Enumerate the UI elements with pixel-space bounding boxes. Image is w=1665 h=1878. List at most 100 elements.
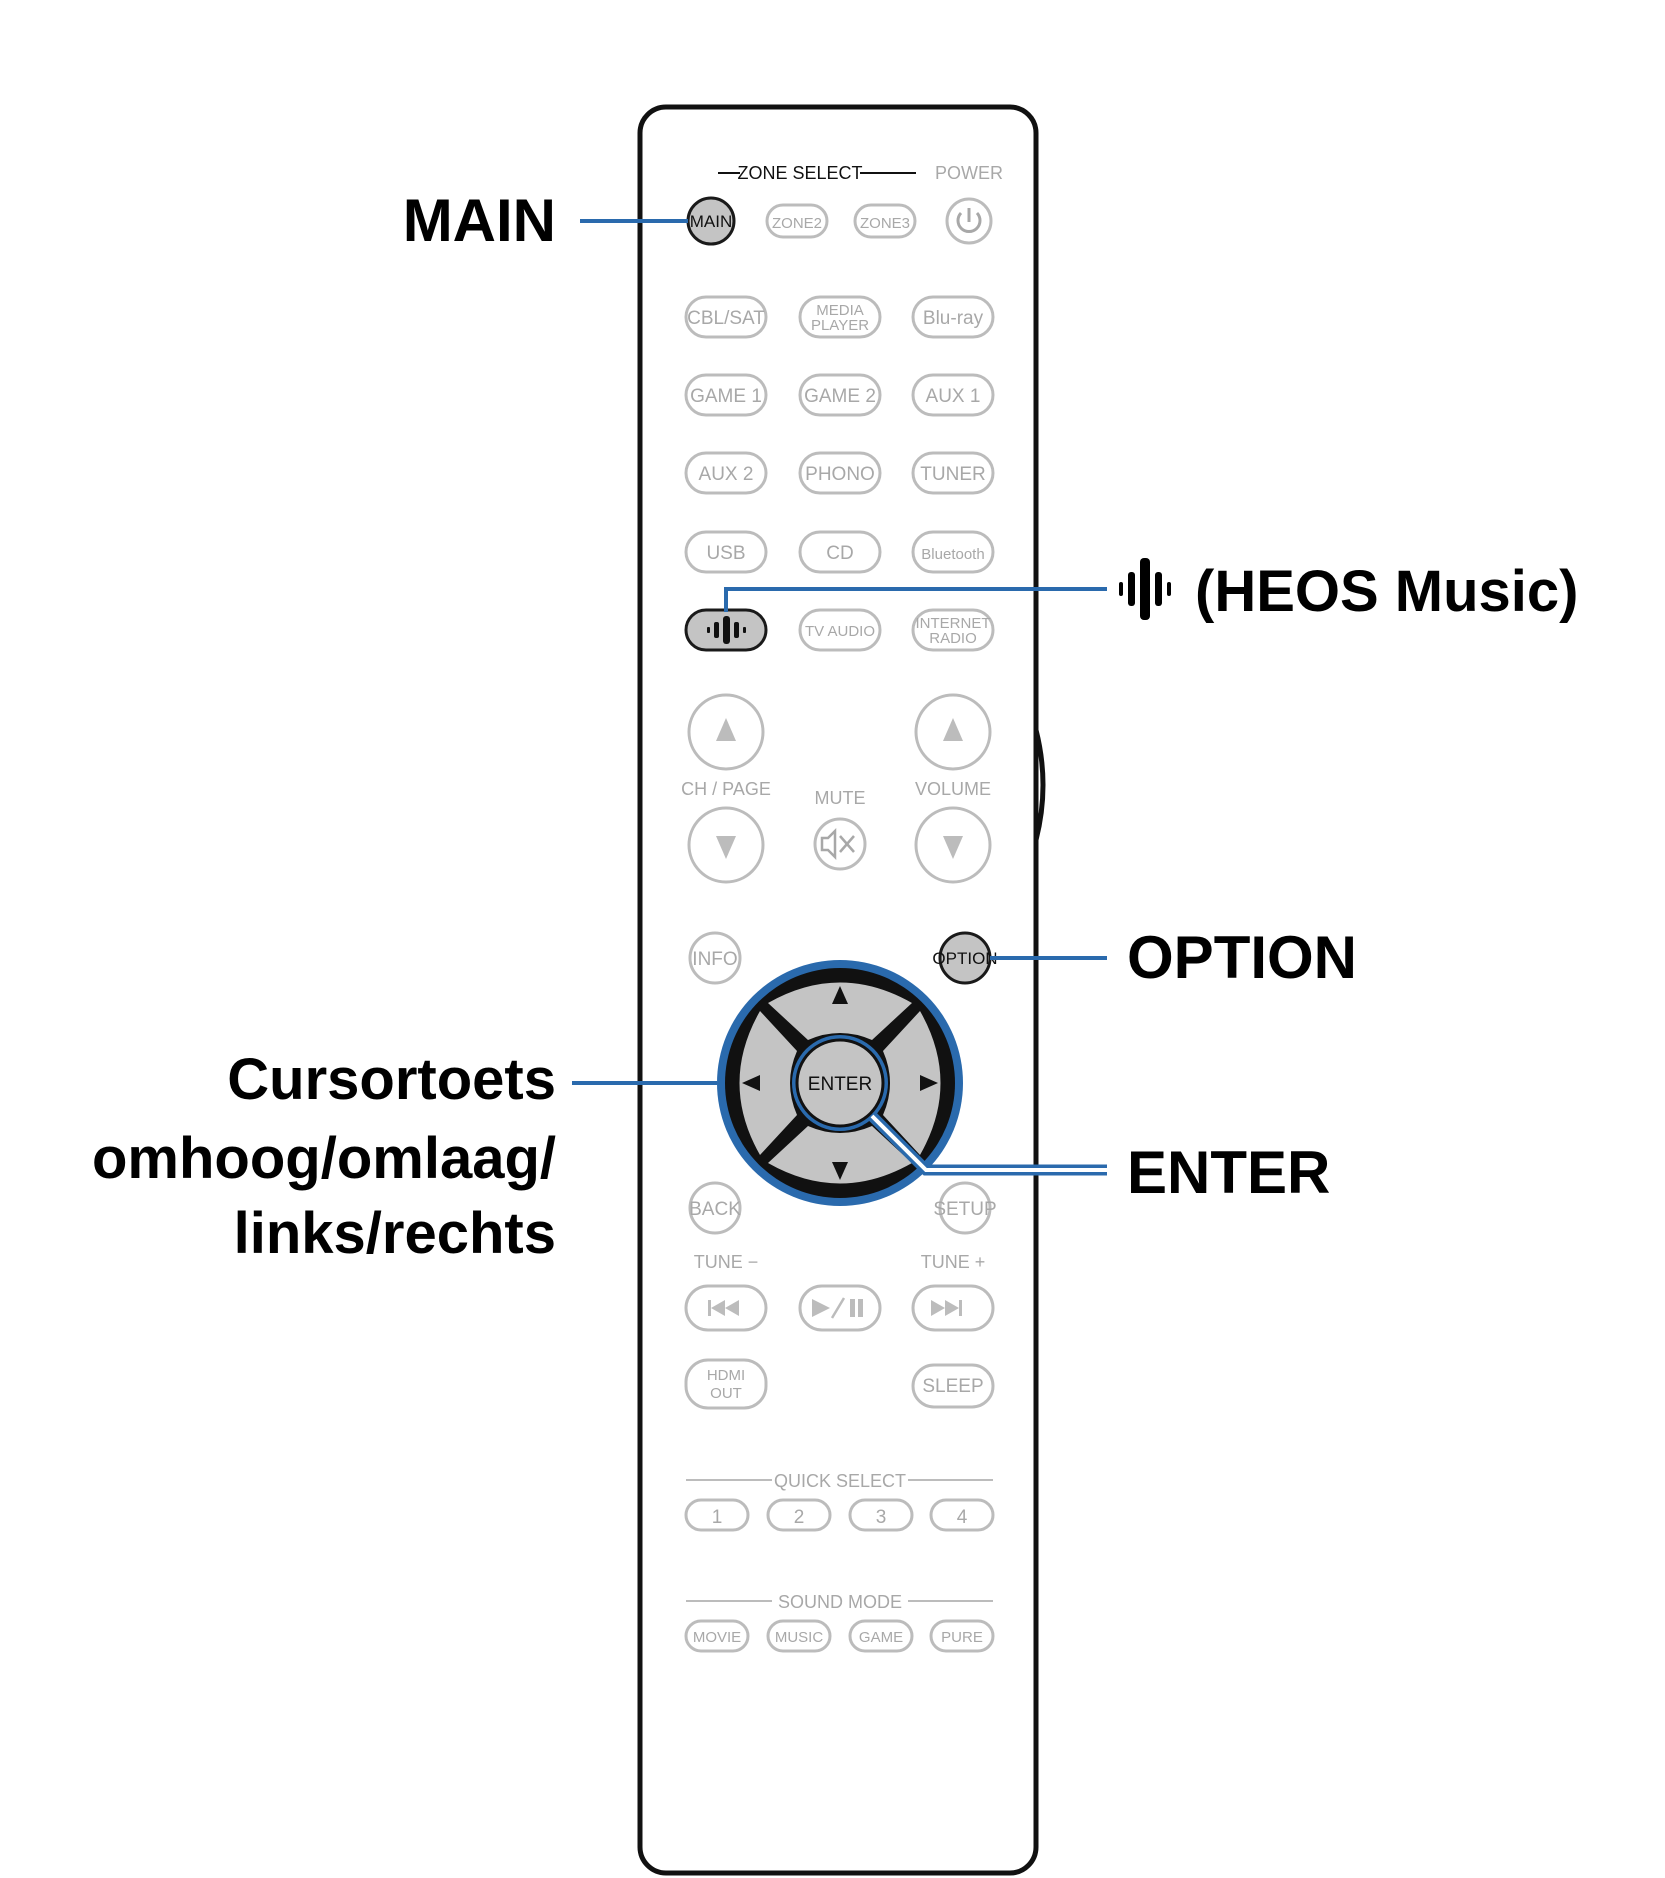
info-label: INFO bbox=[692, 949, 737, 970]
skip-back-icon bbox=[708, 1300, 739, 1316]
movie-label: MOVIE bbox=[693, 1629, 741, 1646]
cd-label: CD bbox=[826, 543, 853, 564]
sleep-label: SLEEP bbox=[922, 1376, 983, 1397]
game1-button[interactable] bbox=[684, 373, 768, 417]
music-button[interactable] bbox=[766, 1619, 832, 1653]
tv-audio-button[interactable] bbox=[798, 608, 882, 652]
sleep-button[interactable] bbox=[911, 1363, 995, 1409]
aux2-label: AUX 2 bbox=[699, 464, 754, 485]
quick-select-3-button[interactable] bbox=[848, 1498, 914, 1532]
cursor-callout-line3: links/rechts bbox=[234, 1201, 556, 1266]
game2-label: GAME 2 bbox=[804, 386, 876, 407]
option-callout: OPTION bbox=[1127, 924, 1357, 991]
tune-minus-label: TUNE − bbox=[694, 1252, 759, 1272]
zone3-button[interactable] bbox=[853, 203, 917, 239]
zone-select-label: ZONE SELECT bbox=[737, 163, 862, 183]
back-label: BACK bbox=[689, 1199, 741, 1220]
tuner-label: TUNER bbox=[920, 464, 985, 485]
mute-icon bbox=[820, 827, 855, 861]
aux2-button[interactable] bbox=[684, 451, 768, 495]
music-label: MUSIC bbox=[775, 1629, 824, 1646]
usb-button[interactable] bbox=[684, 530, 768, 574]
cursor-down-button[interactable] bbox=[768, 1126, 912, 1184]
volume-label: VOLUME bbox=[915, 779, 991, 799]
quick-select-1-button[interactable] bbox=[684, 1498, 750, 1532]
quick-select-2-button[interactable] bbox=[766, 1498, 832, 1532]
cd-button[interactable] bbox=[798, 530, 882, 574]
game2-button[interactable] bbox=[798, 373, 882, 417]
ch-page-down-icon bbox=[716, 836, 736, 859]
cursor-left-icon bbox=[742, 1075, 760, 1091]
game-mode-button[interactable] bbox=[848, 1619, 914, 1653]
volume-down-icon bbox=[943, 836, 963, 859]
sound-mode-label: SOUND MODE bbox=[778, 1592, 902, 1612]
cursor-right-icon bbox=[920, 1075, 938, 1091]
power-icon bbox=[956, 208, 982, 233]
main-callout: MAIN bbox=[403, 187, 556, 254]
zone2-button[interactable] bbox=[765, 203, 829, 239]
cursor-up-icon bbox=[832, 986, 848, 1004]
heos-callout-icon bbox=[1119, 558, 1171, 620]
cbl-sat-button[interactable] bbox=[684, 295, 768, 339]
play-pause-button[interactable] bbox=[798, 1284, 882, 1332]
cbl-sat-label: CBL/SAT bbox=[687, 308, 765, 329]
setup-button[interactable] bbox=[938, 1181, 992, 1235]
pure-button[interactable] bbox=[929, 1619, 995, 1653]
cursor-left-button[interactable] bbox=[739, 1011, 798, 1155]
zone2-button-label: ZONE2 bbox=[772, 215, 822, 232]
aux1-label: AUX 1 bbox=[926, 386, 981, 407]
enter-callout: ENTER bbox=[1127, 1139, 1330, 1206]
mute-label: MUTE bbox=[815, 788, 866, 808]
internet-radio-button[interactable] bbox=[911, 608, 995, 652]
skip-forward-icon bbox=[931, 1300, 962, 1316]
ch-page-label: CH / PAGE bbox=[681, 779, 771, 799]
tv-audio-label: TV AUDIO bbox=[805, 623, 875, 640]
tuner-button[interactable] bbox=[911, 451, 995, 495]
info-button[interactable] bbox=[688, 931, 742, 985]
quick-select-2-label: 2 bbox=[794, 1507, 805, 1528]
enter-leader-line bbox=[868, 1112, 1107, 1176]
cursor-down-icon bbox=[832, 1162, 848, 1180]
back-button[interactable] bbox=[688, 1181, 742, 1235]
phono-label: PHONO bbox=[805, 464, 875, 485]
quick-select-1-label: 1 bbox=[712, 1507, 723, 1528]
heos-callout: (HEOS Music) bbox=[1195, 559, 1579, 624]
heos-icon bbox=[707, 616, 746, 644]
bluetooth-button[interactable] bbox=[911, 530, 995, 574]
zone3-button-label: ZONE3 bbox=[860, 215, 910, 232]
cursor-callout-line1: Cursortoets bbox=[227, 1047, 556, 1112]
phono-button[interactable] bbox=[798, 451, 882, 495]
tune-plus-label: TUNE + bbox=[921, 1252, 986, 1272]
hdmi-out-button[interactable] bbox=[684, 1358, 768, 1410]
blu-ray-button[interactable] bbox=[911, 295, 995, 339]
quick-select-4-button[interactable] bbox=[929, 1498, 995, 1532]
pure-label: PURE bbox=[941, 1629, 983, 1646]
power-label: POWER bbox=[935, 163, 1003, 183]
quick-select-4-label: 4 bbox=[957, 1507, 968, 1528]
remote-side-bump bbox=[1033, 729, 1046, 841]
mute-button[interactable] bbox=[813, 817, 867, 871]
bluetooth-label: Bluetooth bbox=[921, 546, 984, 563]
quick-select-label: QUICK SELECT bbox=[774, 1471, 906, 1491]
enter-button[interactable] bbox=[795, 1038, 885, 1128]
movie-button[interactable] bbox=[684, 1619, 750, 1653]
cursor-right-button[interactable] bbox=[883, 1011, 941, 1155]
volume-up-icon bbox=[943, 718, 963, 741]
aux1-button[interactable] bbox=[911, 373, 995, 417]
game1-label: GAME 1 bbox=[690, 386, 762, 407]
main-zone-button-label: MAIN bbox=[690, 212, 733, 231]
heos-leader-line bbox=[724, 587, 1107, 612]
play-pause-icon bbox=[812, 1297, 863, 1319]
usb-label: USB bbox=[706, 543, 745, 564]
cursor-callout-line2: omhoog/omlaag/ bbox=[92, 1126, 556, 1191]
game-mode-label: GAME bbox=[859, 1629, 903, 1646]
ch-page-up-icon bbox=[716, 718, 736, 741]
blu-ray-label: Blu-ray bbox=[923, 308, 984, 329]
setup-label: SETUP bbox=[933, 1199, 996, 1220]
cursor-up-button[interactable] bbox=[768, 982, 912, 1041]
enter-button-label: ENTER bbox=[808, 1074, 872, 1095]
media-player-button[interactable] bbox=[798, 295, 882, 339]
